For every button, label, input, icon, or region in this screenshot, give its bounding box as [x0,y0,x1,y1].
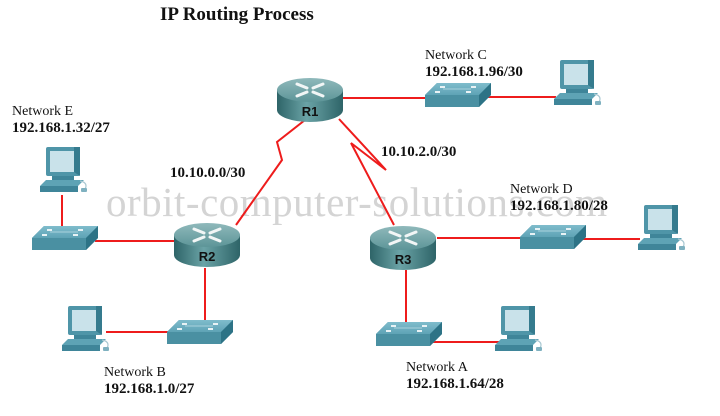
network-d-label: Network D 192.168.1.80/28 [510,182,608,214]
network-d-name: Network D [510,182,573,197]
serial-link-r1-r2 [235,119,306,226]
network-a-label: Network A 192.168.1.64/28 [406,360,504,392]
serial-link-r1-r3 [338,118,395,226]
router-r2-label: R2 [199,249,216,264]
network-e-address: 192.168.1.32/27 [12,120,110,136]
network-e-name: Network E [12,104,74,119]
serial-link-r1-r3-label: 10.10.2.0/30 [381,144,457,160]
diagram-title: IP Routing Process [160,4,314,25]
switch-network-c[interactable] [425,83,493,109]
serial-link-r1-r2-label: 10.10.0.0/30 [170,165,246,181]
router-r3-label: R3 [395,252,412,267]
router-r1-label: R1 [302,104,319,119]
network-e-label: Network E 192.168.1.32/27 [12,104,110,136]
switch-network-e[interactable] [32,226,100,252]
switch-network-b[interactable] [167,320,235,346]
network-c-label: Network C 192.168.1.96/30 [425,48,523,80]
network-b-address: 192.168.1.0/27 [104,381,195,397]
network-a-name: Network A [406,360,468,375]
switch-network-a[interactable] [376,322,444,348]
pc-network-e[interactable] [40,147,90,195]
router-r3[interactable]: R3 [370,224,438,274]
network-d-address: 192.168.1.80/28 [510,198,608,214]
pc-network-c[interactable] [554,60,604,108]
switch-network-d[interactable] [520,225,588,251]
router-r1[interactable]: R1 [277,76,345,126]
pc-network-b[interactable] [62,306,112,354]
pc-network-d[interactable] [638,205,688,253]
router-r2[interactable]: R2 [174,221,242,271]
network-b-name: Network B [104,365,166,380]
network-c-address: 192.168.1.96/30 [425,64,523,80]
network-c-name: Network C [425,48,487,63]
watermark: orbit-computer-solutions.com [106,179,608,225]
network-b-label: Network B 192.168.1.0/27 [104,365,194,397]
pc-network-a[interactable] [495,306,545,354]
network-a-address: 192.168.1.64/28 [406,376,504,392]
